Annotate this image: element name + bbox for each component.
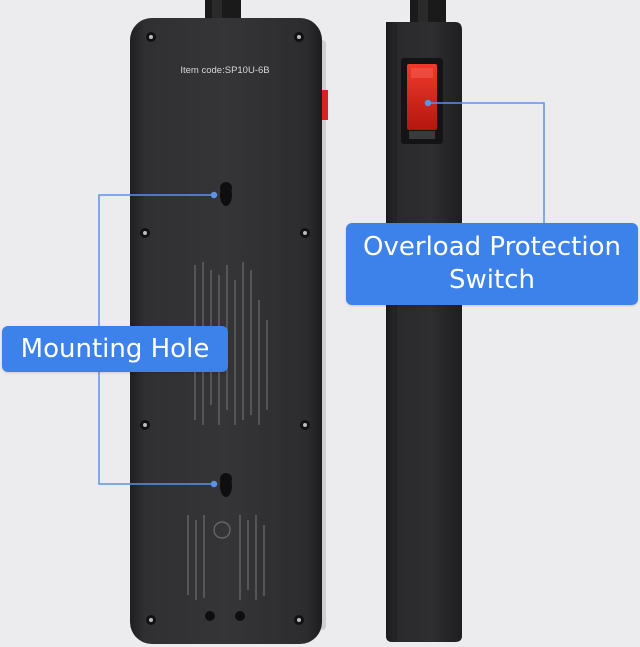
keyhole-icon	[220, 182, 232, 497]
screw-icon	[140, 32, 310, 625]
mounting-hole-callout: Mounting Hole	[2, 326, 228, 372]
mounting-hole-label: Mounting Hole	[20, 334, 210, 364]
strip-side-view	[386, 0, 462, 642]
label-text-block	[194, 262, 268, 425]
overload-label-line2: Switch	[449, 265, 535, 295]
item-code-label: Item code:SP10U-6B	[180, 65, 269, 76]
strip-front-view: Item code:SP10U-6B	[130, 0, 328, 644]
overload-label-line1: Overload Protection	[363, 232, 621, 262]
certification-block	[187, 515, 265, 600]
leader-line-bottom-hole	[98, 372, 214, 485]
leader-line-switch	[428, 102, 545, 223]
overload-protection-callout: Overload Protection Switch	[346, 223, 638, 305]
leader-lines	[98, 99, 545, 488]
leader-line-top-hole	[98, 194, 214, 326]
